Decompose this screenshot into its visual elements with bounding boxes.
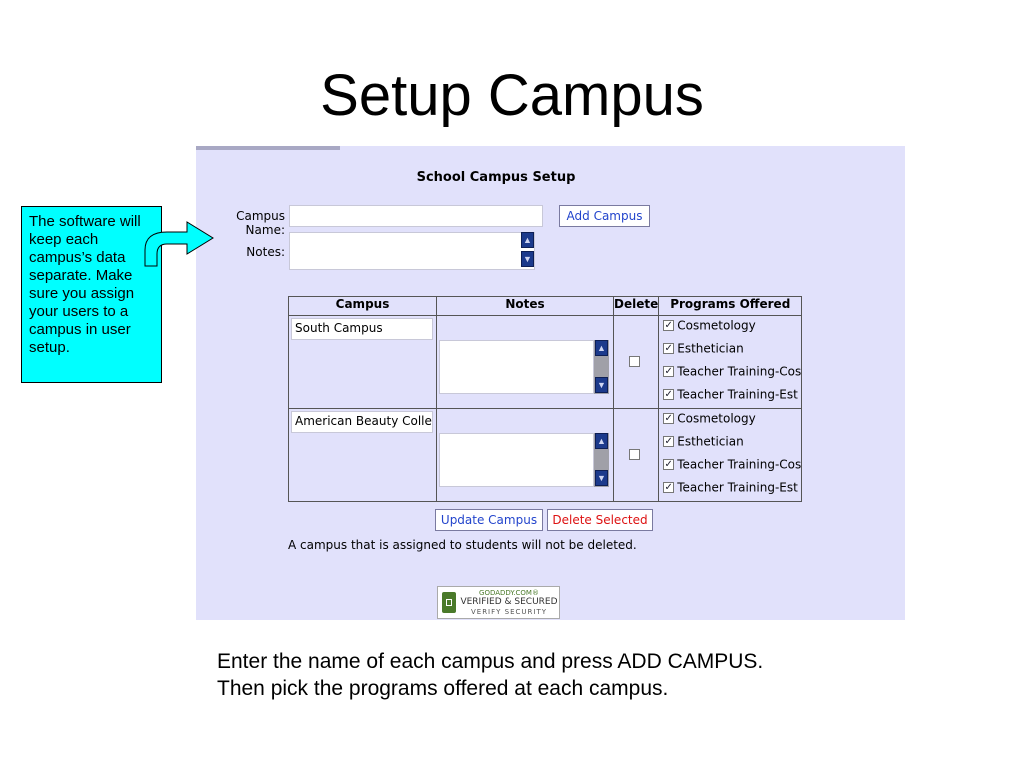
campus-name-input[interactable]: [289, 205, 543, 227]
scroll-down-icon[interactable]: ▼: [595, 470, 608, 486]
program-option[interactable]: ✓Cosmetology: [663, 318, 756, 341]
scroll-down-icon[interactable]: ▼: [595, 377, 608, 393]
scroll-up-icon[interactable]: ▲: [595, 433, 608, 449]
checkbox-icon[interactable]: ✓: [663, 482, 675, 493]
campus-cell: American Beauty College: [288, 408, 437, 502]
badge-verify-link: VERIFY SECURITY: [470, 608, 548, 616]
program-label: Cosmetology: [677, 411, 756, 426]
notes-cell: ▲ ▼: [436, 408, 614, 502]
table-row: American Beauty College ▲ ▼ ✓Cosmetology…: [288, 408, 803, 503]
checkbox-icon[interactable]: ✓: [663, 389, 675, 400]
program-label: Cosmetology: [677, 318, 756, 333]
panel-tab-shadow: [196, 146, 340, 150]
notes-input[interactable]: [289, 232, 535, 270]
campus-cell: South Campus: [288, 315, 437, 409]
scroll-down-icon[interactable]: ▼: [521, 251, 534, 267]
program-option[interactable]: ✓Teacher Training-Est: [663, 480, 798, 503]
godaddy-verified-badge[interactable]: GODADDY.COM® VERIFIED & SECURED VERIFY S…: [437, 586, 560, 619]
program-label: Esthetician: [677, 341, 744, 356]
program-label: Teacher Training-Est: [677, 387, 798, 402]
program-option[interactable]: ✓Esthetician: [663, 434, 744, 457]
column-header-programs: Programs Offered: [658, 296, 803, 316]
scroll-up-icon[interactable]: ▲: [521, 232, 534, 248]
program-option[interactable]: ✓Esthetician: [663, 341, 744, 364]
delete-notice: A campus that is assigned to students wi…: [288, 538, 637, 552]
curved-arrow-icon: [144, 221, 214, 267]
lock-icon: [442, 592, 456, 613]
campus-notes-field[interactable]: [439, 340, 594, 394]
callout-box: The software will keep each campus’s dat…: [21, 206, 162, 383]
campus-name-field[interactable]: South Campus: [291, 318, 433, 340]
campus-setup-panel: School Campus Setup Campus Name: Add Cam…: [196, 146, 905, 620]
delete-checkbox[interactable]: [629, 449, 640, 460]
checkbox-icon[interactable]: ✓: [663, 459, 675, 470]
notes-cell: ▲ ▼: [436, 315, 614, 409]
delete-cell: [612, 408, 660, 502]
programs-cell: ✓Cosmetology ✓Esthetician ✓Teacher Train…: [658, 408, 803, 503]
caption-line-1: Enter the name of each campus and press …: [217, 650, 764, 673]
checkbox-icon[interactable]: ✓: [663, 436, 675, 447]
update-campus-button[interactable]: Update Campus: [435, 509, 543, 531]
program-label: Esthetician: [677, 434, 744, 449]
campus-notes-field[interactable]: [439, 433, 594, 487]
campus-name-label: Campus Name:: [236, 209, 285, 237]
form-title: School Campus Setup: [416, 170, 576, 185]
checkbox-icon[interactable]: ✓: [663, 366, 675, 377]
column-header-notes: Notes: [436, 296, 614, 316]
delete-checkbox[interactable]: [629, 356, 640, 367]
campus-table: Campus Notes Delete Programs Offered Sou…: [288, 296, 803, 503]
table-header-row: Campus Notes Delete Programs Offered: [288, 296, 803, 316]
program-option[interactable]: ✓Teacher Training-Cos: [663, 364, 801, 387]
checkbox-icon[interactable]: ✓: [663, 413, 675, 424]
add-campus-button[interactable]: Add Campus: [559, 205, 650, 227]
notes-label: Notes:: [246, 245, 285, 259]
badge-brand: GODADDY.COM®: [479, 589, 539, 597]
delete-cell: [612, 315, 660, 409]
badge-verified-text: VERIFIED & SECURED: [460, 597, 558, 607]
table-row: South Campus ▲ ▼ ✓Cosmetology ✓Esthetici…: [288, 315, 803, 410]
scroll-up-icon[interactable]: ▲: [595, 340, 608, 356]
program-option[interactable]: ✓Cosmetology: [663, 411, 756, 434]
column-header-delete: Delete: [612, 296, 660, 316]
campus-name-field[interactable]: American Beauty College: [291, 411, 433, 433]
checkbox-icon[interactable]: ✓: [663, 320, 675, 331]
programs-cell: ✓Cosmetology ✓Esthetician ✓Teacher Train…: [658, 315, 803, 410]
program-option[interactable]: ✓Teacher Training-Est: [663, 387, 798, 410]
program-label: Teacher Training-Cos: [677, 457, 802, 472]
program-label: Teacher Training-Cos: [677, 364, 802, 379]
checkbox-icon[interactable]: ✓: [663, 343, 675, 354]
program-option[interactable]: ✓Teacher Training-Cos: [663, 457, 801, 480]
program-label: Teacher Training-Est: [677, 480, 798, 495]
delete-selected-button[interactable]: Delete Selected: [547, 509, 653, 531]
slide-caption: Enter the name of each campus and press …: [217, 648, 937, 702]
slide-title: Setup Campus: [320, 63, 704, 128]
caption-line-2: Then pick the programs offered at each c…: [217, 677, 669, 700]
column-header-campus: Campus: [288, 296, 437, 316]
